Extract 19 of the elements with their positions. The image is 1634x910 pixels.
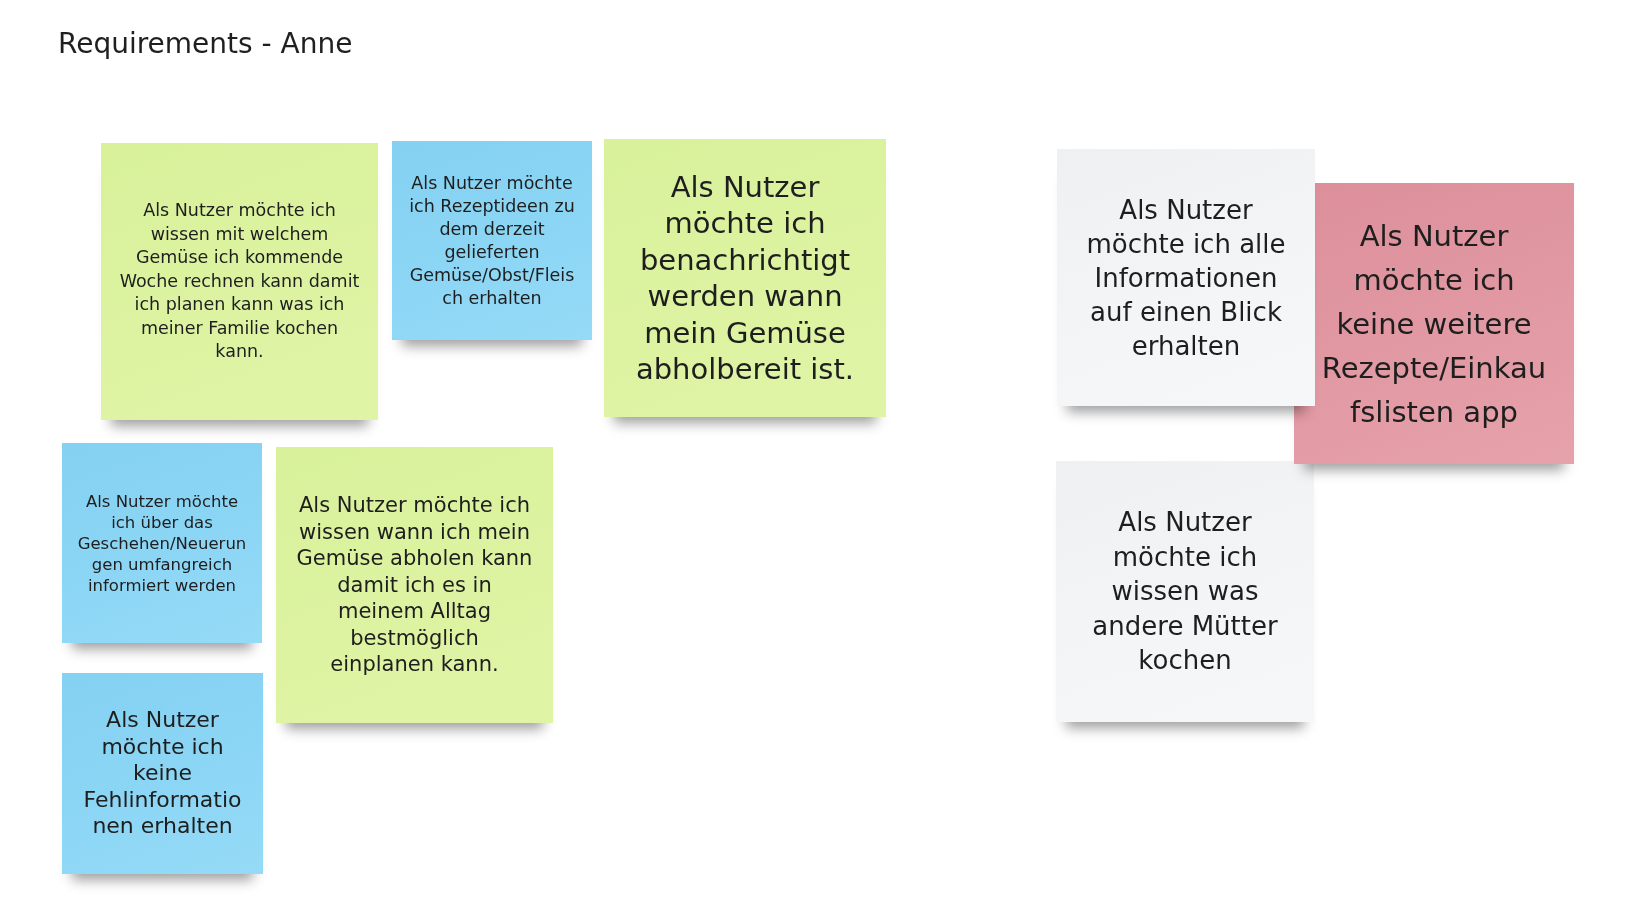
note-text: Als Nutzer möchte ich benachrichtigt werden wann mein Gemüse abholbereit ist.	[634, 168, 856, 388]
sticky-note	[101, 143, 378, 420]
note-text: Als Nutzer möchte ich keine Fehlinformationen erhalten	[82, 707, 243, 840]
page-title: Requirements - Anne	[58, 27, 353, 61]
sticky-note	[1056, 461, 1314, 722]
sticky-note	[276, 447, 553, 723]
sticky-note	[62, 673, 263, 874]
note-text: Als Nutzer möchte ich wissen wann ich mein Gemüse abholen kann damit ich es in meinem Alltag bestmöglich einplanen kann.	[296, 492, 533, 678]
note-text: Als Nutzer möchte ich über das Geschehen/Neuerungen umfangreich informiert werden	[76, 490, 248, 596]
note-text: Als Nutzer möchte ich wissen mit welchem Gemüse ich kommende Woche rechnen kann damit ich planen kann was ich meiner Familie kochen kann.	[118, 199, 361, 364]
sticky-note	[62, 443, 262, 643]
sticky-note	[1294, 183, 1574, 464]
sticky-note	[392, 141, 592, 340]
sticky-note	[1057, 149, 1315, 406]
note-text: Als Nutzer möchte ich wissen was andere Mütter kochen	[1091, 506, 1279, 678]
note-text: Als Nutzer möchte ich Rezeptideen zu dem derzeit gelieferten Gemüse/Obst/Fleisch erhalten	[408, 171, 576, 310]
note-text: Als Nutzer möchte ich keine weitere Rezepte/Einkaufslisten app	[1320, 217, 1548, 431]
sticky-note	[604, 139, 886, 417]
note-text: Als Nutzer möchte ich alle Informationen auf einen Blick erhalten	[1085, 193, 1287, 363]
